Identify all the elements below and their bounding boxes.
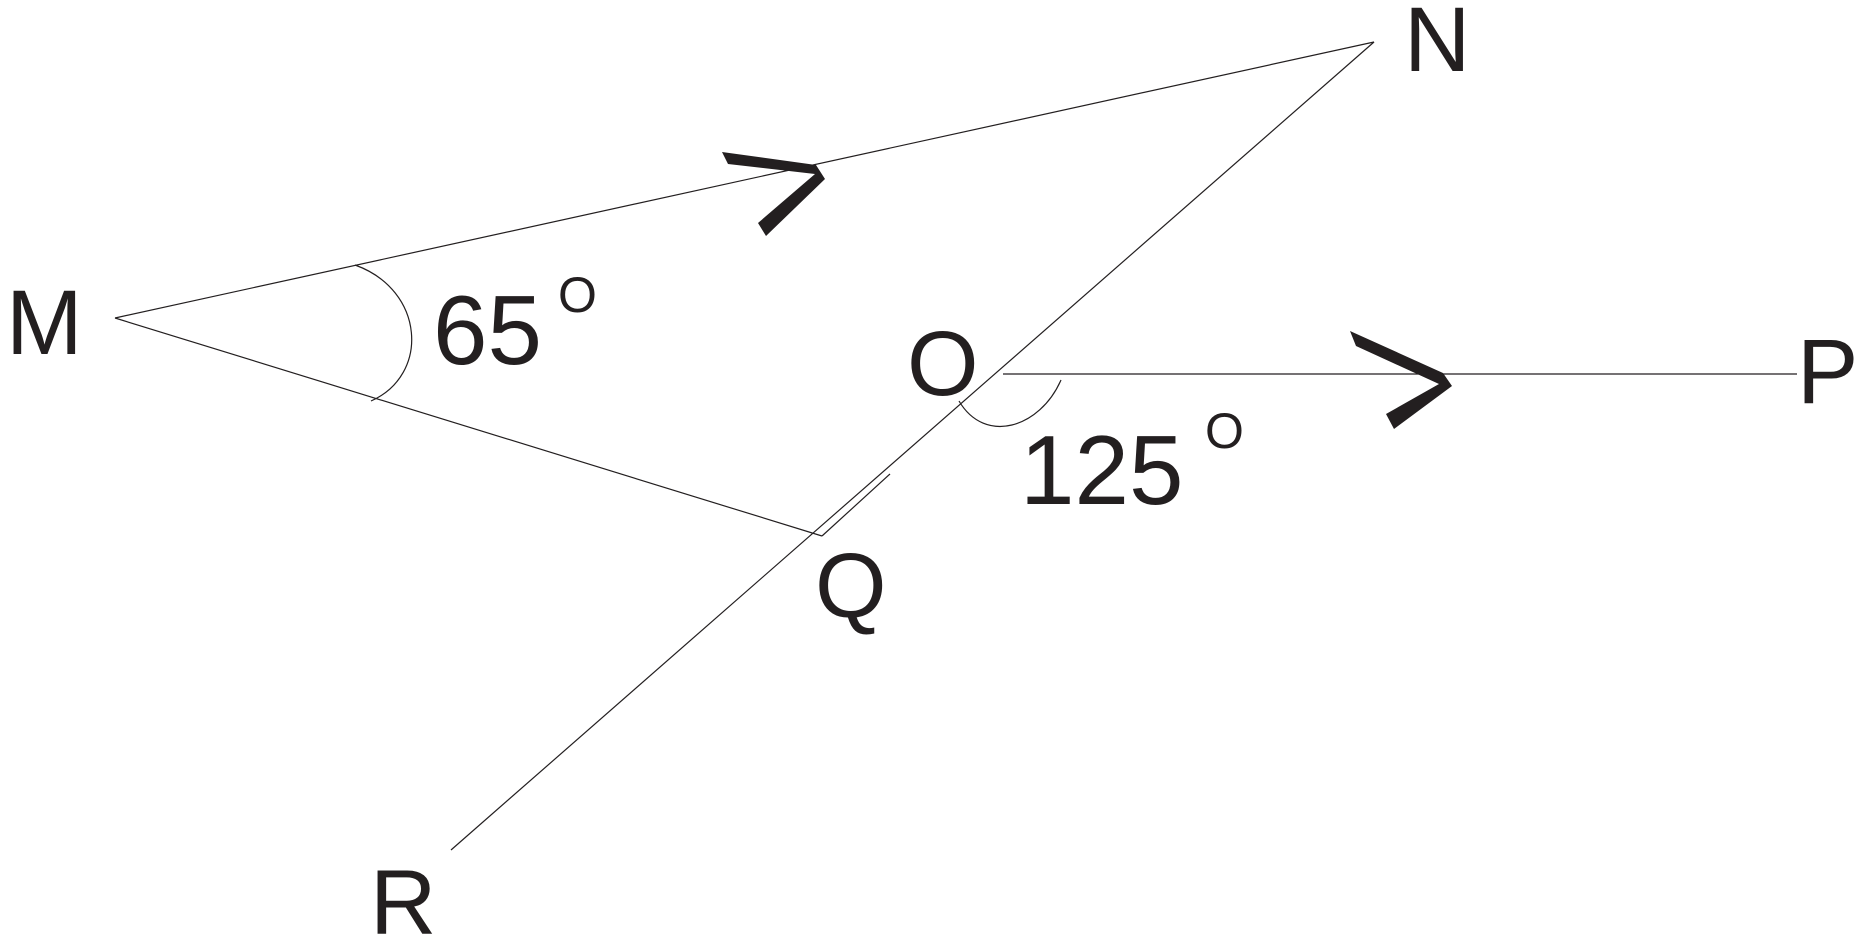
label-point-N: N [1404, 0, 1470, 91]
angle-arc-O [958, 379, 1062, 428]
label-point-Q: Q [815, 535, 887, 637]
label-point-R: R [370, 852, 436, 934]
intersection-tick-Q [821, 473, 891, 537]
angle-arc-M [354, 264, 413, 402]
degree-symbol-M: O [558, 267, 597, 323]
segment-MN [114, 41, 1375, 319]
parallel-arrow-OP [1350, 331, 1452, 429]
label-point-P: P [1797, 321, 1858, 423]
segment-MQ [114, 317, 823, 537]
angle-label-O: 125 [1020, 415, 1184, 525]
angle-label-M: 65 [433, 275, 542, 385]
label-point-O: O [907, 313, 979, 415]
segment-NR [450, 41, 1375, 851]
parallel-arrow-MN [722, 152, 825, 236]
degree-symbol-O: O [1205, 403, 1244, 459]
label-point-M: M [6, 272, 83, 374]
